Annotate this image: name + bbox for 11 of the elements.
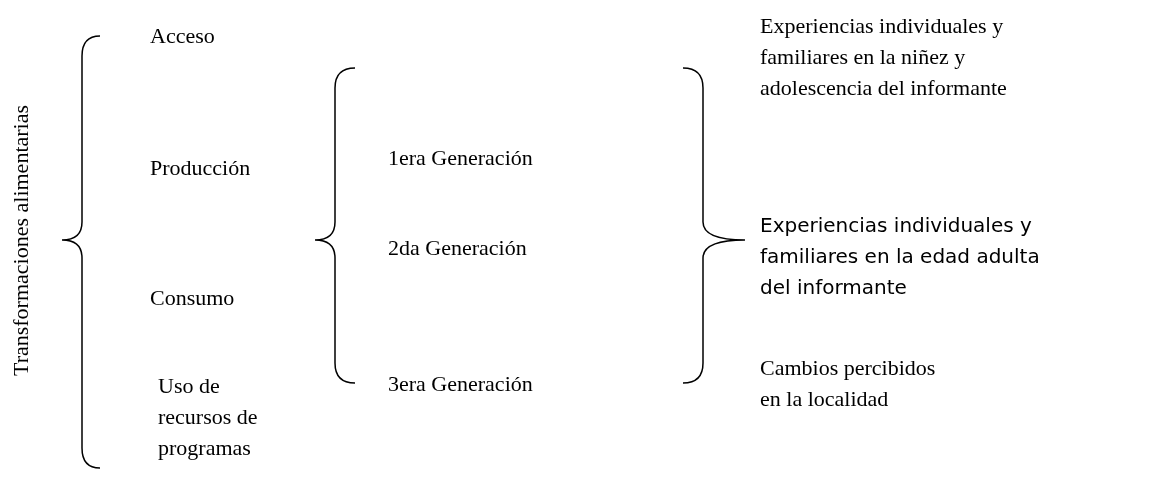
text-label: Consumo — [150, 284, 236, 312]
text-label: Uso de recursos de programas — [158, 372, 259, 462]
text-label: 2da Generación — [388, 234, 528, 262]
text-label: Experiencias individuales y familiares en la niñez y adolescencia del informante — [760, 12, 1008, 102]
text-label: Cambios percibidos en la localidad — [760, 354, 937, 413]
text-label: 3era Generación — [388, 370, 534, 398]
text-label: Experiencias individuales y familiares en la edad adulta del informante — [760, 212, 1041, 301]
text-label: 1era Generación — [388, 144, 534, 172]
text-label: Producción — [150, 154, 252, 182]
text-label: Acceso — [150, 22, 216, 50]
axis-title: Transformaciones alimentarias — [6, 103, 34, 379]
